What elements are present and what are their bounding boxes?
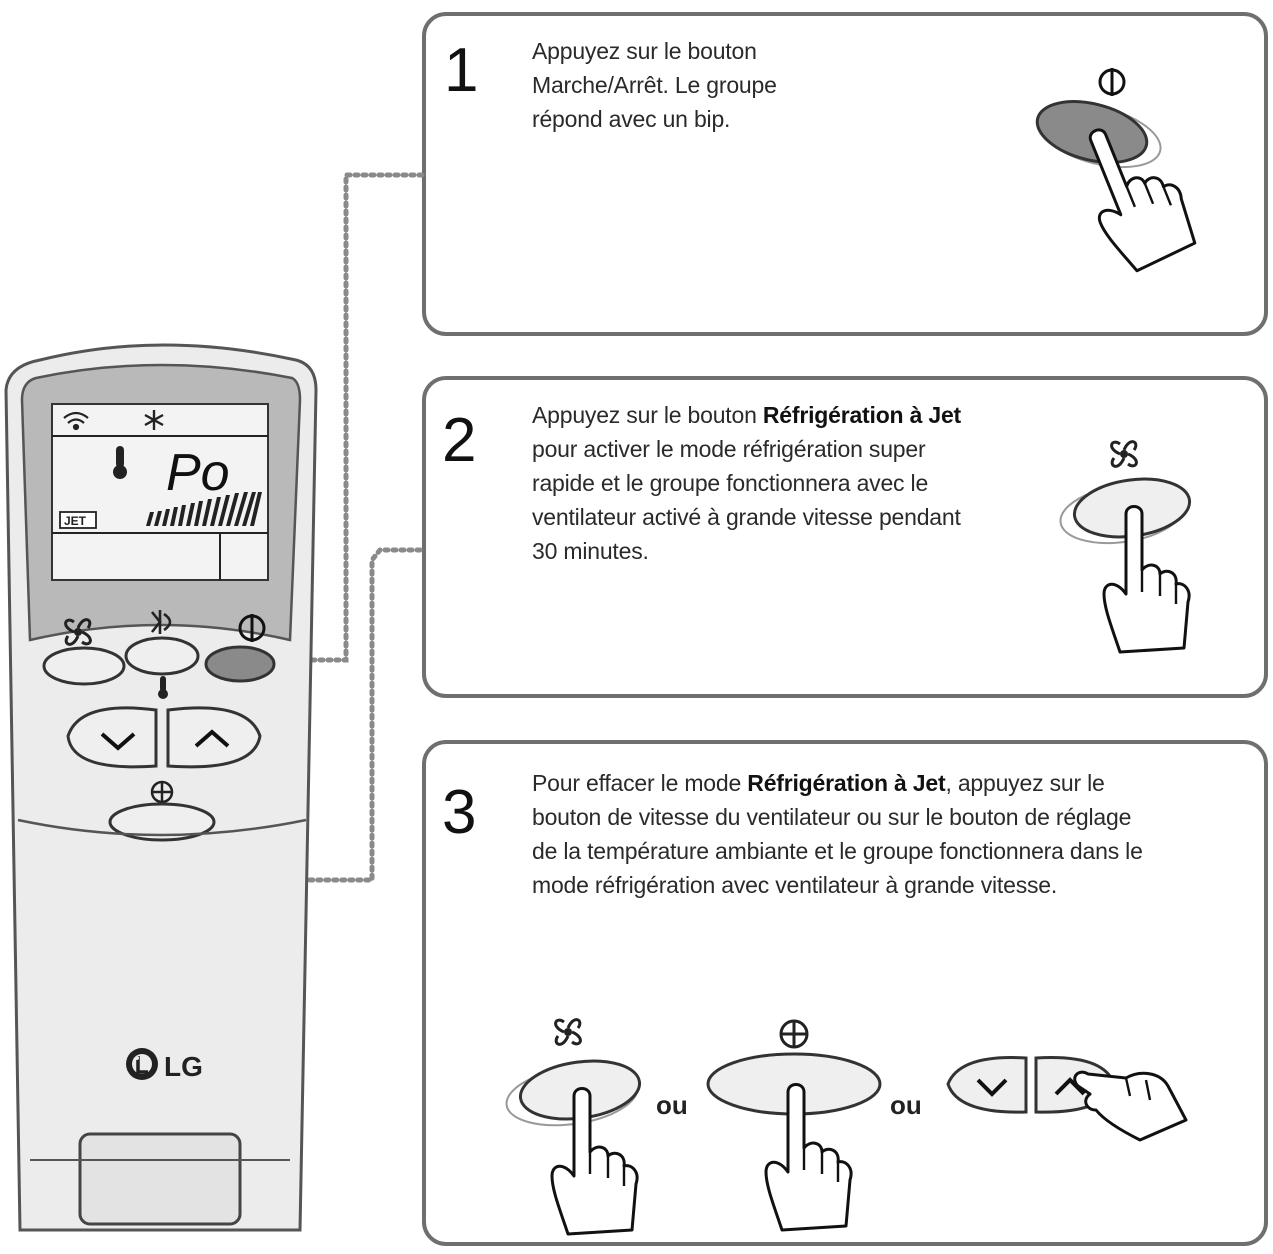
power-button[interactable] — [204, 645, 276, 683]
or-separator-1: ou — [656, 1090, 688, 1120]
lcd-code: Po — [166, 444, 230, 502]
jet-cool-button[interactable] — [42, 646, 126, 686]
lg-logo-text: LG — [164, 1051, 203, 1082]
fan-speed-button[interactable] — [108, 802, 216, 842]
jet-cool-icon — [64, 618, 92, 646]
swing-button[interactable] — [124, 636, 200, 676]
step-2-line: ventilateur activé à grande vitesse pend… — [532, 504, 961, 530]
step-2-number: 2 — [442, 406, 477, 475]
chevron-up-icon — [194, 729, 230, 748]
fan-speed-bars — [146, 492, 262, 526]
temp-down-button[interactable] — [66, 706, 158, 769]
step-2-emphasis: Réfrigération à Jet — [762, 402, 962, 428]
battery-cover — [78, 1132, 242, 1226]
signal-icon — [63, 411, 89, 431]
step-2-line: 30 minutes. — [532, 538, 649, 564]
chevron-down-icon — [100, 732, 136, 751]
step-3-emphasis: Réfrigération à Jet — [747, 770, 946, 796]
step-3-line: , appuyez sur le — [945, 770, 1105, 796]
lcd-jet-badge: JET — [64, 514, 87, 528]
step-3-line: mode réfrigération avec ventilateur à gr… — [532, 872, 1058, 898]
cool-mode-icon — [144, 410, 164, 430]
step-3-number: 3 — [442, 778, 477, 847]
fan-speed-icon — [150, 780, 174, 804]
step-2-line: rapide et le groupe fonctionnera avec le — [532, 470, 929, 496]
step-1-number: 1 — [444, 36, 479, 105]
swing-icon — [150, 610, 172, 634]
temp-up-button[interactable] — [166, 706, 262, 769]
step-2-text: Appuyez sur le bouton Réfrigération à Je… — [532, 398, 1052, 568]
step-3-line: Pour effacer le mode — [532, 770, 748, 796]
lcd-screen — [51, 403, 269, 581]
connector-lines — [39, 172, 425, 883]
step-1-line: Appuyez sur le bouton — [532, 38, 757, 64]
step-3-line: de la température ambiante et le groupe … — [532, 838, 1143, 864]
step-1-line: répond avec un bip. — [532, 106, 731, 132]
step-1-line: Marche/Arrêt. Le groupe — [532, 72, 777, 98]
step-3-line: bouton de vitesse du ventilateur ou sur … — [532, 804, 1132, 830]
step-1-text: Appuyez sur le bouton Marche/Arrêt. Le g… — [532, 34, 862, 136]
step-3-text: Pour effacer le mode Réfrigération à Jet… — [532, 766, 1252, 902]
or-separator-2: ou — [890, 1090, 922, 1120]
step-2-line: pour activer le mode réfrigération super — [532, 436, 926, 462]
temp-icon — [158, 676, 168, 699]
lg-logo: LG — [126, 1048, 203, 1082]
power-icon — [238, 612, 266, 644]
thermometer-icon — [113, 446, 127, 479]
step-2-line: Appuyez sur le bouton — [532, 402, 763, 428]
remote-control: Po JET — [4, 343, 318, 1232]
